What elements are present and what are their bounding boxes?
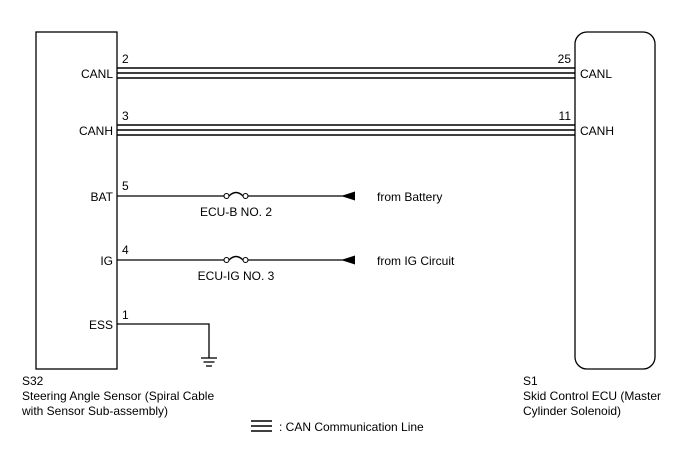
right-component-name-line1: Skid Control ECU (Master xyxy=(523,389,661,403)
right-component-name-line2: Cylinder Solenoid) xyxy=(523,404,621,418)
bat-arrow-icon xyxy=(341,191,355,201)
left-component-name-line2: with Sensor Sub-assembly) xyxy=(21,404,168,418)
source-label-ig-circuit: from IG Circuit xyxy=(377,254,455,268)
left-component-name-line1: Steering Angle Sensor (Spiral Cable xyxy=(22,389,214,403)
skid-control-ecu-box xyxy=(574,31,656,370)
right-pin-label-canl: CANL xyxy=(580,67,612,81)
right-pin-number-canl: 25 xyxy=(558,52,572,66)
left-component-code: S32 xyxy=(22,374,44,388)
ig-circuit-wire xyxy=(117,255,355,265)
fuse-label-ecu-b: ECU-B NO. 2 xyxy=(200,205,272,219)
fuse-label-ecu-ig: ECU-IG NO. 3 xyxy=(198,269,275,283)
left-pin-label-bat: BAT xyxy=(91,190,114,204)
left-pin-label-canh: CANH xyxy=(79,124,113,138)
ground-icon xyxy=(201,357,217,367)
left-pin-label-ig: IG xyxy=(100,254,113,268)
left-pin-number-bat: 5 xyxy=(122,179,129,193)
can-line-symbol-icon xyxy=(251,420,272,432)
right-pin-number-canh: 11 xyxy=(559,109,572,123)
ess-ground-wire xyxy=(117,323,217,367)
legend-text: : CAN Communication Line xyxy=(279,420,424,434)
canh-bus-line xyxy=(117,124,575,136)
steering-angle-sensor-box xyxy=(35,31,118,370)
canl-bus-line xyxy=(117,67,575,79)
fuse-ecu-ig-icon xyxy=(228,255,244,261)
left-pin-number-ig: 4 xyxy=(122,243,129,257)
source-label-battery: from Battery xyxy=(377,190,442,204)
left-pin-label-canl: CANL xyxy=(81,67,113,81)
fuse-ecu-b-icon xyxy=(228,191,244,197)
right-pin-label-canh: CANH xyxy=(580,124,614,138)
left-pin-number-canl: 2 xyxy=(122,52,129,66)
left-pin-number-ess: 1 xyxy=(122,308,129,322)
left-pin-number-canh: 3 xyxy=(122,109,129,123)
left-pin-label-ess: ESS xyxy=(89,318,113,332)
right-component-code: S1 xyxy=(523,374,538,388)
bat-circuit-wire xyxy=(117,191,355,201)
ig-arrow-icon xyxy=(341,255,355,265)
